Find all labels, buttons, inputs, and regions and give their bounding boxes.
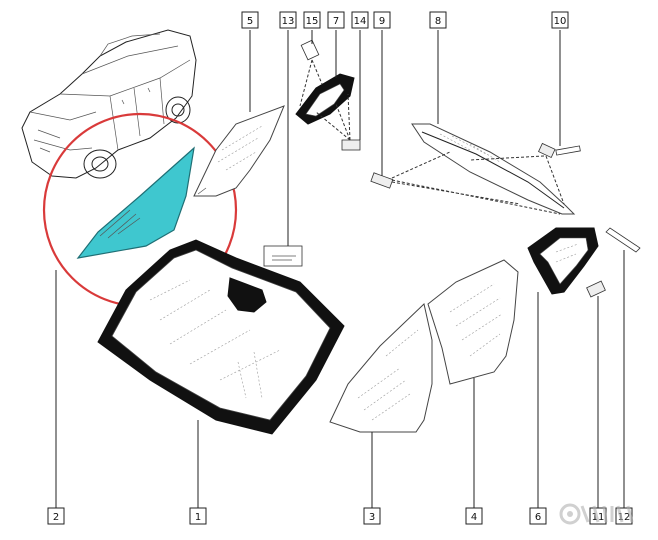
svg-text:12: 12	[618, 512, 631, 523]
callout-3: 3	[363, 507, 381, 525]
callout-13: 13	[279, 11, 297, 29]
part-12-strip	[605, 227, 641, 253]
part-3-glass	[329, 303, 433, 433]
part-9-clip	[370, 172, 394, 189]
callout-15: 15	[303, 11, 321, 29]
callout-1: 1	[189, 507, 207, 525]
callout-14: 14	[351, 11, 369, 29]
part-13-label	[263, 245, 303, 267]
part-15-clip	[300, 39, 320, 61]
svg-text:2: 2	[53, 512, 59, 523]
part-10-clip	[538, 142, 581, 159]
part-8-rear-window	[411, 123, 576, 215]
callout-7: 7	[327, 11, 345, 29]
callout-8: 8	[429, 11, 447, 29]
svg-text:1: 1	[195, 512, 201, 523]
quarter-glass-highlighted	[76, 146, 195, 259]
part-11-clip	[586, 280, 606, 298]
part-6-quarter-glass	[527, 227, 599, 295]
callout-5: 5	[241, 11, 259, 29]
callout-9: 9	[373, 11, 391, 29]
svg-text:5: 5	[247, 16, 253, 27]
svg-text:13: 13	[282, 16, 295, 27]
leader-lines	[55, 30, 625, 510]
watermark-logo	[559, 503, 634, 525]
callout-10: 10	[551, 11, 569, 29]
svg-text:15: 15	[306, 16, 319, 27]
callout-2: 2	[47, 507, 65, 525]
svg-text:7: 7	[333, 16, 339, 27]
svg-text:10: 10	[554, 16, 567, 27]
svg-text:9: 9	[379, 16, 385, 27]
part-7-small-window	[295, 73, 355, 125]
callout-4: 4	[465, 507, 483, 525]
part-1-windscreen	[97, 239, 345, 435]
svg-text:4: 4	[471, 512, 477, 523]
callout-6: 6	[529, 507, 547, 525]
part-4-glass	[427, 259, 519, 385]
part-5-glass	[193, 105, 285, 197]
svg-text:14: 14	[354, 16, 367, 27]
svg-text:6: 6	[535, 512, 541, 523]
svg-text:8: 8	[435, 16, 441, 27]
svg-text:3: 3	[369, 512, 375, 523]
part-14-clip	[341, 139, 361, 151]
car-thumbnail	[21, 29, 197, 179]
